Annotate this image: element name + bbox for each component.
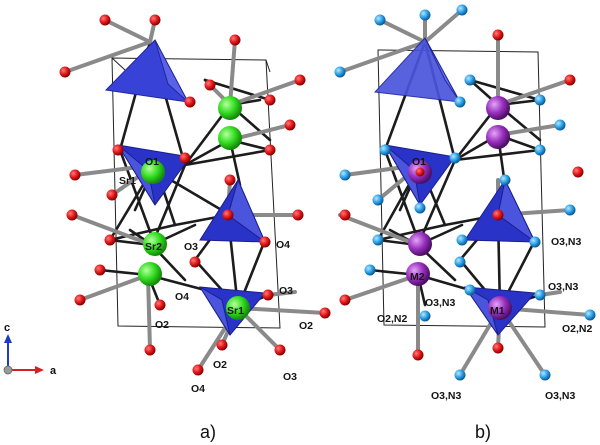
label-o2-left: O2 — [155, 319, 169, 331]
strontium-atoms — [138, 96, 250, 320]
label-sr1-top: Sr1 — [119, 175, 136, 187]
label-o3n3-bottom-left: O3,N3 — [431, 390, 462, 402]
label-o3n3-bottom-right: O3,N3 — [545, 390, 576, 402]
label-o3n3-right-lower: O3,N3 — [548, 281, 579, 293]
panel-a-structure: O1 Sr1 Sr2 O3 O4 O4 O3 O2 Sr1 O2 O2 O4 O… — [59, 14, 331, 442]
c-axis-label: c — [4, 322, 10, 334]
label-m2: M2 — [410, 271, 425, 283]
label-o3-mid: O3 — [279, 285, 293, 297]
label-o2n2-left: O2,N2 — [377, 313, 408, 325]
c-axis-arrowhead — [4, 334, 12, 343]
a-axis-arrowhead — [35, 366, 44, 374]
axis-indicator: c a — [3, 322, 57, 377]
nitrogen-sites — [334, 4, 596, 381]
label-o4-mid: O4 — [175, 291, 189, 303]
label-o3-bottom: O3 — [283, 371, 297, 383]
a-axis-label: a — [50, 365, 57, 377]
label-o3-left: O3 — [184, 241, 198, 253]
label-o1: O1 — [145, 156, 159, 168]
panel-b-caption: b) — [475, 422, 491, 442]
label-o2-bottom: O2 — [213, 359, 227, 371]
unit-cell-edge — [265, 59, 271, 73]
label-o1: O1 — [412, 156, 426, 168]
unit-cell-edge — [111, 57, 126, 71]
label-o2-right: O2 — [299, 320, 313, 332]
panel-a-labels: O1 Sr1 Sr2 O3 O4 O4 O3 O2 Sr1 O2 O2 O4 O… — [119, 156, 313, 395]
label-o3n3-right-upper: O3,N3 — [551, 236, 582, 248]
panel-b-labels: O1 O3,N3 M2 O3,N3 O3,N3 M1 O2,N2 O2,N2 O… — [377, 156, 593, 402]
label-m1: M1 — [490, 305, 505, 317]
axis-origin — [3, 365, 13, 375]
oxygen-atoms — [59, 14, 331, 376]
oxygen-atoms — [339, 29, 584, 361]
label-o2n2-right: O2,N2 — [562, 323, 593, 335]
unit-cell-outline — [111, 57, 281, 329]
label-o4-upper: O4 — [276, 239, 290, 251]
panel-a-caption: a) — [200, 422, 216, 442]
label-o3n3-mid: O3,N3 — [425, 297, 456, 309]
label-sr1-bottom: Sr1 — [227, 305, 244, 317]
label-sr2: Sr2 — [145, 241, 162, 253]
label-o4-bottom: O4 — [191, 383, 205, 395]
panel-b-structure: O1 O3,N3 M2 O3,N3 O3,N3 M1 O2,N2 O2,N2 O… — [334, 4, 596, 442]
